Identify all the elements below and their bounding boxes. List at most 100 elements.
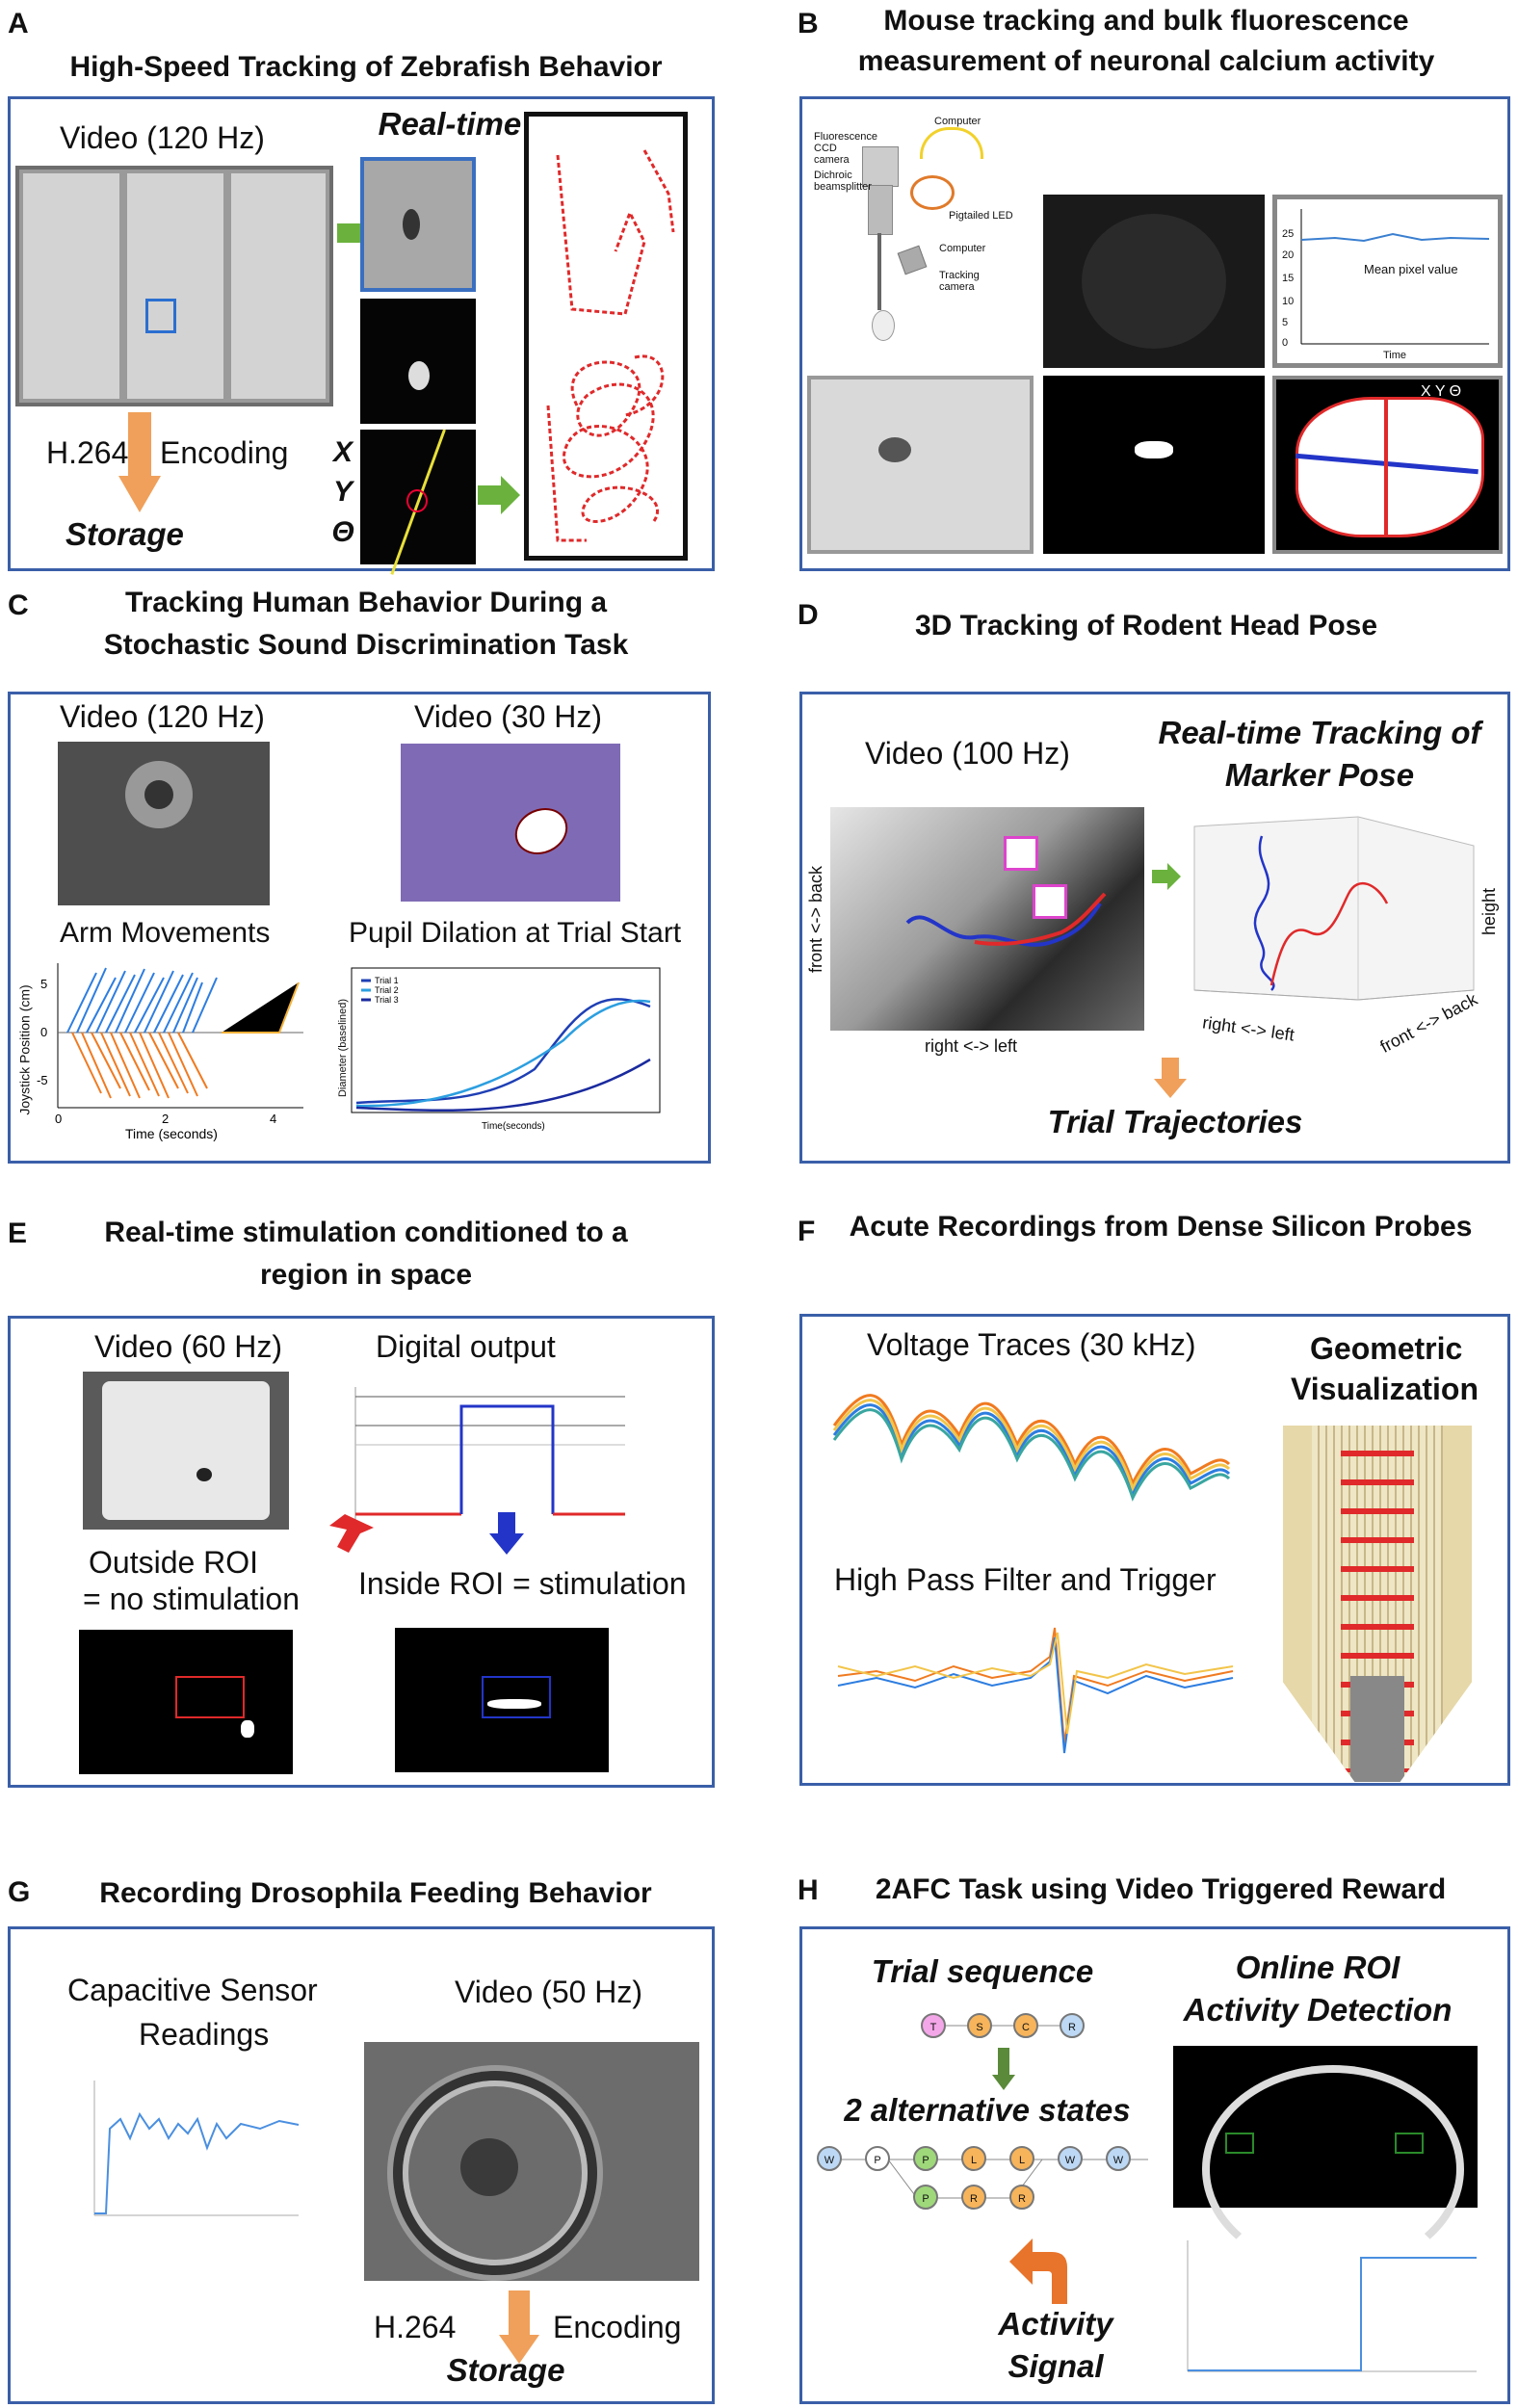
panel-g-storage: Storage [446,2352,565,2388]
x-label: X [332,436,353,468]
arm-ytick-neg5: -5 [37,1073,48,1087]
seq-node-s: S [967,2013,992,2038]
arm-movement-plot: 5 0 -5 0 2 4 Time (seconds) [37,963,303,1141]
alt-node-r1: R [961,2185,986,2210]
panel-d-video: Video (100 Hz) [865,736,1070,771]
open-field-video [83,1372,289,1530]
seq-node-t: T [921,2013,946,2038]
panel-c-arm-label: Arm Movements [60,917,271,949]
panel-letter-e: E [8,1217,28,1249]
panel-b-title-2: measurement of neuronal calcium activity [857,45,1435,77]
panel-c-pupil-label: Pupil Dilation at Trial Start [349,917,682,949]
mouse-threshold-image [1043,376,1265,554]
activity-trigger-plot [1187,2240,1477,2372]
label-tracking-camera: Tracking camera [939,270,980,293]
pose-3d-plot [1193,816,1475,1001]
panel-a-video-label: Video (120 Hz) [60,120,265,155]
fish-closeup-2 [360,299,476,424]
legend-trial-1: Trial 1 [375,976,399,985]
arrow-orange-g [499,2290,539,2364]
digital-output-plot [354,1387,625,1522]
panel-c-video2: Video (30 Hz) [414,699,603,734]
probe-geometry-image [1283,1426,1472,1782]
online-roi-1: Online ROI [1235,1950,1400,1985]
arrow-green-a2 [478,476,520,514]
activity-signal-1: Activity [998,2306,1113,2342]
highpass-traces-plot [837,1627,1234,1754]
panel-letter-b: B [798,8,819,39]
arm-ytick-5: 5 [40,977,47,991]
y-label: Y [332,476,353,508]
inside-roi-image [395,1628,609,1772]
xyt-label: X Y Θ [1421,383,1462,400]
seq-node-r: R [1060,2013,1085,2038]
arrow-blue-e [489,1512,524,1555]
pupil-xlabel: Time(seconds) [482,1121,545,1132]
front-back-label: front <-> back [806,865,826,974]
capacitive-sensor-plot [93,2081,300,2216]
voltage-traces-plot [832,1394,1231,1502]
sensor-label-2: Readings [139,2017,270,2052]
panel-letter-f: F [798,1216,816,1247]
outside-roi-2: = no stimulation [83,1582,301,1616]
alt-node-p1: P [865,2146,890,2171]
arrow-green-h [992,2048,1015,2090]
arm-ylabel: Joystick Position (cm) [16,984,33,1115]
legend-trial-2: Trial 2 [375,985,399,995]
trial-trajectories-label: Trial Trajectories [1047,1104,1303,1139]
panel-e-video: Video (60 Hz) [94,1329,283,1364]
seq-node-c: C [1013,2013,1038,2038]
mean-pixel-xlabel: Time [1383,350,1407,361]
arm-xlabel: Time (seconds) [125,1126,218,1141]
arrow-orange-a [118,412,161,512]
arm-xtick-2: 2 [162,1112,169,1126]
panel-a-title: High-Speed Tracking of Zebrafish Behavio… [69,51,663,83]
arm-xtick-4: 4 [270,1112,276,1126]
panel-h-title: 2AFC Task using Video Triggered Reward [875,1873,1447,1905]
zebrafish-arena-image [15,166,333,406]
panel-f-voltage: Voltage Traces (30 kHz) [867,1327,1196,1362]
ytick-25: 25 [1282,228,1295,240]
label-computer-1: Computer [934,116,981,127]
panel-e-title-2: region in space [259,1259,473,1291]
drosophila-video-image [364,2042,699,2281]
outside-roi-image [79,1630,293,1774]
mean-pixel-label: Mean pixel value [1364,262,1458,276]
inside-roi: Inside ROI = stimulation [358,1566,687,1601]
outside-roi-1: Outside ROI [89,1545,259,1580]
sensor-label-1: Capacitive Sensor [67,1973,318,2007]
panel-d-realtime-1: Real-time Tracking of [1158,715,1481,750]
panel-letter-a: A [8,8,29,39]
alt-node-l1: L [961,2146,986,2171]
joystick-video-image [58,742,270,905]
panel-a-codec: H.264 [46,435,129,470]
ytick-15: 15 [1282,273,1295,284]
alt-node-p3: P [913,2185,938,2210]
mean-pixel-plot: Mean pixel value Time 25 20 15 10 5 0 [1272,195,1503,368]
roi-detection-image [1173,2046,1478,2273]
trial-sequence-label: Trial sequence [871,1953,1094,1989]
panel-g-codec: H.264 [374,2310,457,2344]
panel-g-title: Recording Drosophila Feeding Behavior [99,1877,652,1909]
alt-node-w3: W [1106,2146,1131,2171]
fish-closeup-1 [360,157,476,292]
panel-b-title-1: Mouse tracking and bulk fluorescence [883,5,1409,37]
pupil-dilation-plot: Trial 1 Trial 2 Trial 3 Time(seconds) [351,967,661,1132]
activity-signal-2: Signal [1008,2348,1104,2384]
mouse-pose-image: X Y Θ [1272,376,1503,554]
panel-e-title-1: Real-time stimulation conditioned to a [104,1217,628,1248]
panel-d-title: 3D Tracking of Rodent Head Pose [914,610,1378,641]
pupil-ylabel: Diameter (baselined) [337,998,350,1098]
panel-f-geo-2: Visualization [1291,1372,1479,1406]
online-roi-2: Activity Detection [1183,1992,1453,2028]
height-label: height [1479,887,1500,936]
panel-f-geo-1: Geometric [1310,1331,1463,1366]
panel-letter-d: D [798,599,819,631]
arm-xtick-0: 0 [55,1112,62,1126]
alt-node-p2: P [913,2146,938,2171]
panel-f-title: Acute Recordings from Dense Silicon Prob… [849,1211,1473,1243]
panel-e-digital: Digital output [376,1329,556,1364]
right-left-label: right <-> left [925,1036,1018,1056]
arm-ytick-0: 0 [40,1025,47,1039]
panel-letter-h: H [798,1874,819,1906]
